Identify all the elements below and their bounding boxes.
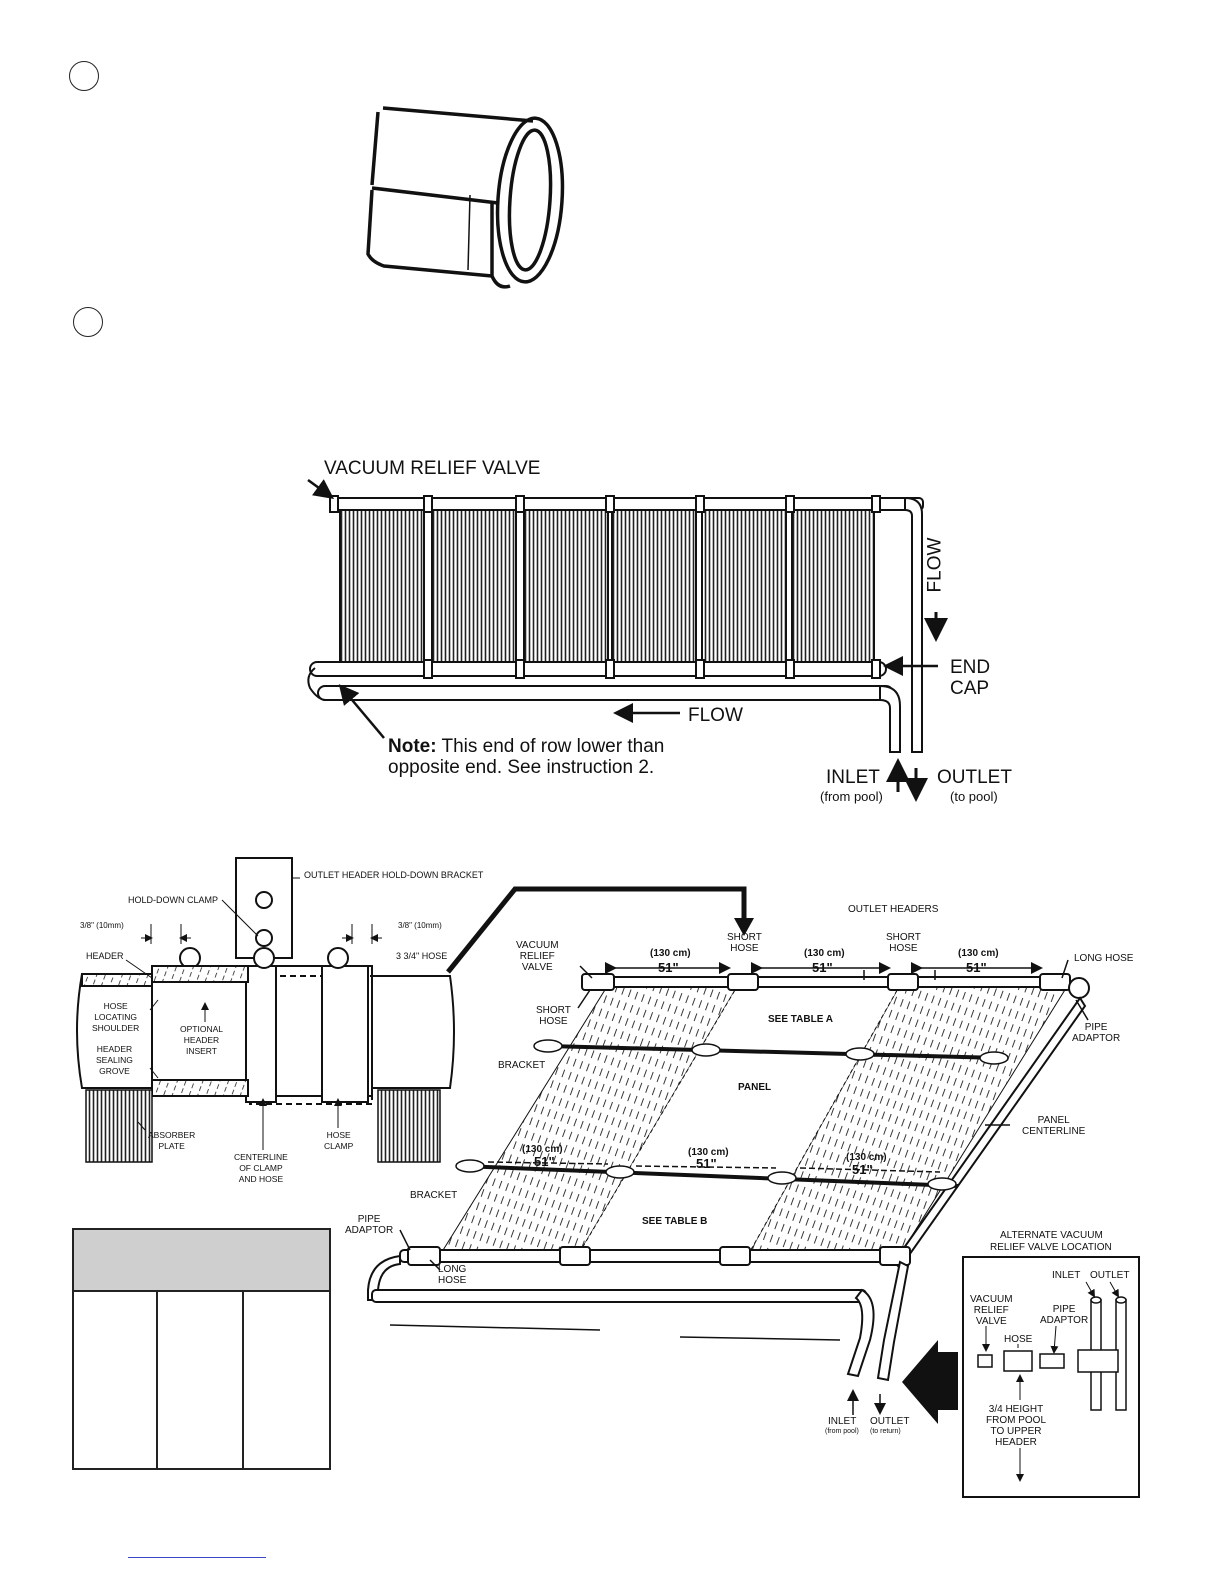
spacing-top-2-cm: (130 cm) bbox=[804, 948, 845, 959]
array-inlet-label: INLET bbox=[828, 1416, 857, 1427]
spacing-top-3-cm: (130 cm) bbox=[958, 948, 999, 959]
empty-table bbox=[72, 1228, 331, 1470]
spacing-top-1-in: 51" bbox=[658, 960, 679, 975]
panel-label: PANEL bbox=[738, 1082, 772, 1093]
spacing-mid-1-in: 51" bbox=[534, 1154, 555, 1169]
spacing-mid-3-cm: (130 cm) bbox=[846, 1152, 887, 1163]
header-label: HEADER bbox=[86, 951, 124, 961]
table-header bbox=[74, 1230, 329, 1292]
long-hose-top-label: LONG HOSE bbox=[1074, 953, 1134, 964]
bracket-lower-label: BRACKET bbox=[410, 1190, 458, 1201]
spacing-top-2-in: 51" bbox=[812, 960, 833, 975]
table-column-divider-1 bbox=[156, 1290, 158, 1468]
outlet-header-bracket-label: OUTLET HEADER HOLD-DOWN BRACKET bbox=[304, 870, 484, 880]
array-outlet-label: OUTLET bbox=[870, 1416, 910, 1427]
table-column-divider-2 bbox=[242, 1290, 244, 1468]
end-cap-label-line1: END bbox=[950, 657, 991, 678]
array-inlet-sub-label: (from pool) bbox=[825, 1428, 859, 1435]
note-line-1: Note: This end of row lower than bbox=[388, 736, 665, 757]
solar-panels-row bbox=[339, 506, 875, 666]
inlet-label: INLET bbox=[826, 767, 880, 788]
flow-label-horizontal: FLOW bbox=[688, 705, 743, 726]
step-marker-2 bbox=[73, 307, 103, 337]
alt-inlet-label: INLET bbox=[1052, 1270, 1081, 1281]
array-outlet-sub-label: (to return) bbox=[870, 1428, 901, 1435]
alt-title-line1: ALTERNATE VACUUM bbox=[1000, 1230, 1103, 1241]
spacing-mid-2-in: 51" bbox=[696, 1156, 717, 1171]
link-underline[interactable] bbox=[128, 1557, 266, 1558]
outlet-headers-label: OUTLET HEADERS bbox=[848, 904, 939, 915]
alt-outlet-label: OUTLET bbox=[1090, 1270, 1130, 1281]
spacing-top-1-cm: (130 cm) bbox=[650, 948, 691, 959]
spacing-mid-2-cm: (130 cm) bbox=[688, 1147, 729, 1158]
alt-hose-label: HOSE bbox=[1004, 1334, 1033, 1345]
spacing-top-3-in: 51" bbox=[966, 960, 987, 975]
end-cap-illustration bbox=[366, 106, 565, 289]
spacing-mid-3-in: 51" bbox=[852, 1162, 873, 1177]
see-table-b-label: SEE TABLE B bbox=[642, 1216, 708, 1227]
step-marker-1 bbox=[69, 61, 99, 91]
hose-334-label: 3 3/4" HOSE bbox=[396, 951, 448, 961]
dim-left-label: 3/8" (10mm) bbox=[80, 921, 124, 930]
note-line-2: opposite end. See instruction 2. bbox=[388, 757, 655, 778]
vacuum-relief-valve-label: VACUUM RELIEF VALVE bbox=[324, 458, 541, 479]
alt-title-line2: RELIEF VALVE LOCATION bbox=[990, 1242, 1112, 1253]
spacing-mid-1-cm: (130 cm) bbox=[522, 1144, 563, 1155]
outlet-label: OUTLET bbox=[937, 767, 1012, 788]
dim-right-label: 3/8" (10mm) bbox=[398, 921, 442, 930]
bracket-upper-label: BRACKET bbox=[498, 1060, 546, 1071]
inlet-sub-label: (from pool) bbox=[820, 789, 883, 804]
see-table-a-label: SEE TABLE A bbox=[768, 1014, 834, 1025]
hold-down-clamp-label: HOLD-DOWN CLAMP bbox=[128, 895, 219, 905]
outlet-sub-label: (to pool) bbox=[950, 789, 998, 804]
end-cap-label-line2: CAP bbox=[950, 678, 990, 699]
flow-diagram bbox=[307, 478, 948, 802]
